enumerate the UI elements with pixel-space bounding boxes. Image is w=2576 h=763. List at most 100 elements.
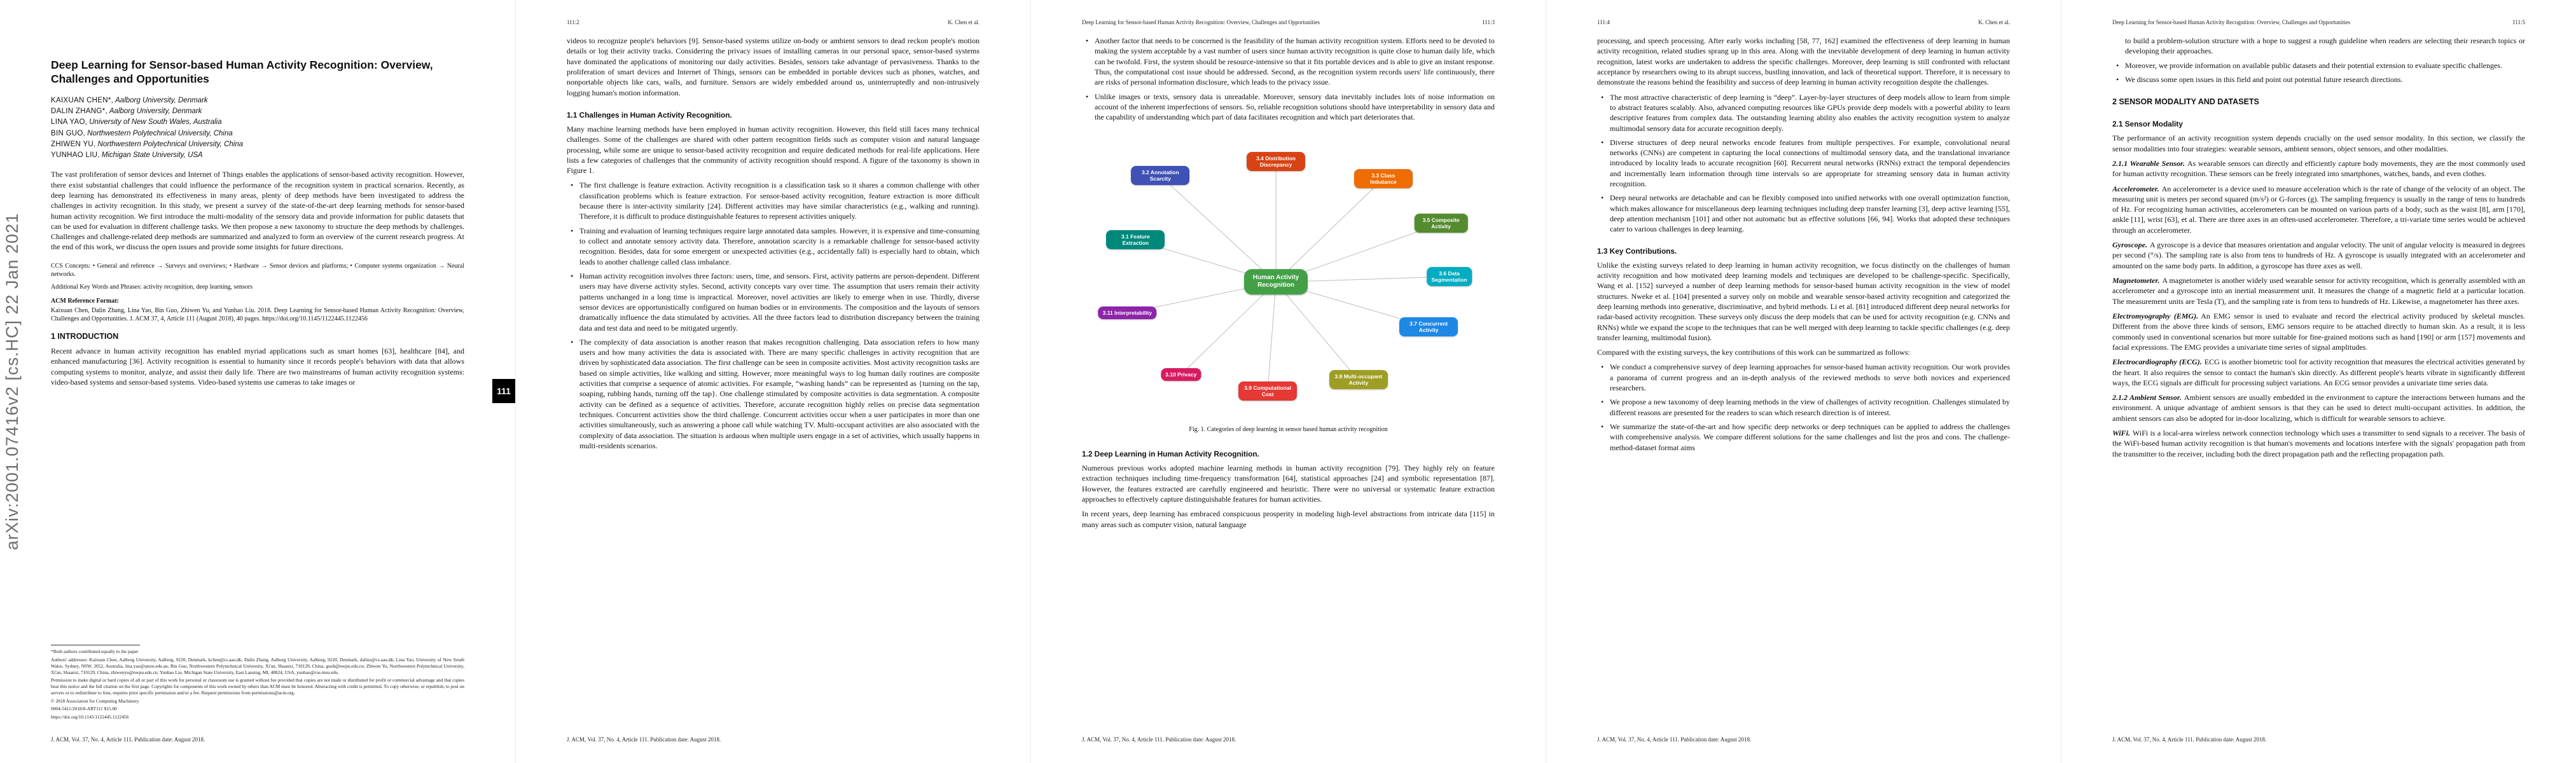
list-item: • Unlike images or texts, sensory data is…: [1082, 92, 1495, 123]
list-item-text: Deep neural networks are detachable and …: [1610, 193, 2010, 234]
paragraph-text: A magnetometer is another widely used we…: [2112, 276, 2525, 306]
running-header-left: 111:2: [567, 19, 579, 25]
author-line: LINA YAO,University of New South Wales, …: [51, 117, 464, 128]
bullet-marker: •: [1086, 92, 1089, 101]
footnote-text: https://doi.org/10.1145/1122445.1122456: [51, 714, 129, 720]
paragraph-text: An EMG sensor is used to evaluate and re…: [2112, 311, 2525, 352]
run-in-heading: Accelerometer.: [2112, 184, 2159, 193]
bullet-marker: •: [571, 226, 574, 235]
article-number-tab: 111: [492, 379, 515, 403]
author-affiliation: University of New South Wales, Australia: [89, 118, 222, 127]
paragraph: In recent years, deep learning has embra…: [1082, 509, 1495, 529]
page-content: videos to recognize people's behaviors […: [567, 36, 980, 722]
list-item-text: We conduct a comprehensive survey of dee…: [1610, 362, 2010, 393]
paragraph-text: An accelerometer is a device used to mea…: [2112, 184, 2525, 235]
list-item-text: We summarize the state-of-the-art and ho…: [1610, 422, 2010, 452]
bullet-marker: •: [571, 181, 574, 190]
list-item-text: The first challenge is feature extractio…: [579, 181, 980, 221]
paragraph: Electrocardiography (ECG).ECG is another…: [2112, 357, 2525, 388]
running-header-right: K. Chen et al.: [948, 19, 980, 25]
list-item: •We summarize the state-of-the-art and h…: [1597, 422, 2010, 453]
front-matter-label: ACM Reference Format:: [51, 298, 119, 305]
footnote-text: © 2018 Association for Computing Machine…: [51, 698, 140, 704]
figure-category-node: 3.3 Class Imbalance: [1354, 168, 1413, 188]
bullet-marker: •: [1601, 193, 1604, 203]
author-line: ZHIWEN YU,Northwestern Polytechnical Uni…: [51, 139, 464, 150]
run-in-heading: WiFi.: [2112, 429, 2130, 438]
bullet-marker: •: [1601, 92, 1604, 102]
bullet-marker: •: [1601, 397, 1604, 407]
list-item-text: The complexity of data association is an…: [579, 337, 980, 450]
figure-category-node: 3.10 Privacy: [1161, 368, 1201, 381]
page-content: to build a problem-solution structure wi…: [2112, 36, 2525, 722]
list-item-text: Diverse structures of deep neural networ…: [1610, 137, 2010, 189]
list-item: • The complexity of data association is a…: [567, 337, 980, 451]
spacer: [51, 392, 464, 640]
author-name: BIN GUO,: [51, 129, 86, 137]
page-4: 111:4 K. Chen et al. processing, and speec…: [1546, 0, 2061, 763]
author-line: BIN GUO,Northwestern Polytechnical Unive…: [51, 128, 464, 139]
journal-footer: J. ACM, Vol. 37, No. 4, Article 111. Pub…: [567, 736, 721, 743]
running-header-right: K. Chen et al.: [1978, 19, 2010, 25]
footnote-text: Authors' addresses: Kaixuan Chen, Aalbor…: [51, 657, 464, 675]
paragraph: processing, and speech processing. After…: [1597, 36, 2010, 87]
paragraph: Magnetometer.A magnetometer is another w…: [2112, 275, 2525, 306]
paragraph: Unlike the existing surveys related to d…: [1597, 260, 2010, 342]
running-header: 111:4 K. Chen et al.: [1597, 19, 2010, 25]
page-content: • Another factor that needs to be concern…: [1082, 36, 1495, 722]
arxiv-watermark: arXiv:2001.07416v2 [cs.HC] 22 Jan 2021: [3, 212, 22, 551]
connector-line: [1181, 282, 1276, 374]
run-in-heading: Electrocardiography (ECG).: [2112, 357, 2202, 367]
bullet-marker: •: [2116, 60, 2119, 70]
running-header: 111:2 K. Chen et al.: [567, 19, 980, 25]
list-item-text: Moreover, we provide information on avai…: [2125, 60, 2502, 70]
author-line: DALIN ZHANG*,Aalborg University, Denmark: [51, 106, 464, 117]
figure-category-node: 3.11 Interpretability: [1098, 306, 1157, 319]
running-header: Deep Learning for Sensor-based Human Act…: [1082, 19, 1495, 25]
page-3: Deep Learning for Sensor-based Human Act…: [1030, 0, 1546, 763]
list-item: • The most attractive characteristic of d…: [1597, 92, 2010, 134]
page-2: 111:2 K. Chen et al. videos to recognize p…: [515, 0, 1030, 763]
subsection-heading: 1.1 Challenges in Human Activity Recogni…: [567, 110, 732, 120]
bullet-marker: •: [1086, 36, 1089, 45]
list-item-text: Human activity recognition involves thre…: [579, 271, 980, 333]
connector-line: [1276, 179, 1383, 282]
bullet-marker: •: [1601, 362, 1604, 372]
abstract-text: The vast proliferation of sensor devices…: [51, 170, 464, 252]
list-item: •Human activity recognition involves thr…: [567, 271, 980, 333]
paragraph-text: WiFi is a local-area wireless network co…: [2112, 429, 2525, 458]
page-content: processing, and speech processing. After…: [1597, 36, 2010, 722]
author-name: DALIN ZHANG*,: [51, 107, 107, 115]
list-item: •We propose a new taxonomy of deep learn…: [1597, 397, 2010, 418]
paragraph-text: As wearable sensors can directly and eff…: [2112, 158, 2525, 179]
author-name: LINA YAO,: [51, 118, 88, 127]
bullet-marker: •: [571, 337, 574, 347]
run-in-heading: Electromyography (EMG).: [2112, 311, 2199, 320]
author-line: YUNHAO LIU,Michigan State University, US…: [51, 150, 464, 161]
author-affiliation: Northwestern Polytechnical University, C…: [97, 140, 244, 148]
list-item-text: Unlike images or texts, sensory data is …: [1095, 92, 1495, 122]
front-matter-text: Additional Key Words and Phrases: activi…: [51, 284, 253, 291]
front-matter-text: CCS Concepts: • General and reference → …: [51, 262, 464, 278]
running-header-left: Deep Learning for Sensor-based Human Act…: [2112, 19, 2350, 25]
list-item-text: Another factor that needs to be concerne…: [1095, 36, 1495, 87]
author-affiliation: Northwestern Polytechnical University, C…: [87, 129, 233, 137]
connector-line: [1276, 282, 1359, 380]
author-affiliation: Aalborg University, Denmark: [115, 96, 208, 104]
paragraph-text: ECG is another biometric tool for activi…: [2112, 357, 2525, 387]
author-affiliation: Michigan State University, USA: [101, 151, 203, 159]
paper-title: Deep Learning for Sensor-based Human Act…: [51, 58, 433, 85]
figure-category-node: 3.8 Multi-occupant Activity: [1329, 370, 1388, 390]
figure-category-node: 3.9 Computational Cost: [1238, 381, 1298, 401]
run-in-heading: 2.1.2 Ambient Sensor.: [2112, 393, 2182, 402]
journal-footer: J. ACM, Vol. 37, No. 4, Article 111. Pub…: [1082, 736, 1236, 743]
running-header-left: 111:4: [1597, 19, 1610, 25]
paragraph: Accelerometer.An accelerometer is a devi…: [2112, 184, 2525, 236]
bullet-marker: •: [1601, 137, 1604, 147]
list-item-text: The most attractive characteristic of de…: [1610, 92, 2010, 133]
paragraph: The performance of an activity recogniti…: [2112, 134, 2525, 153]
footnote-text: *Both authors contributed equally to the…: [51, 649, 139, 655]
run-in-heading: Gyroscope.: [2112, 240, 2147, 250]
